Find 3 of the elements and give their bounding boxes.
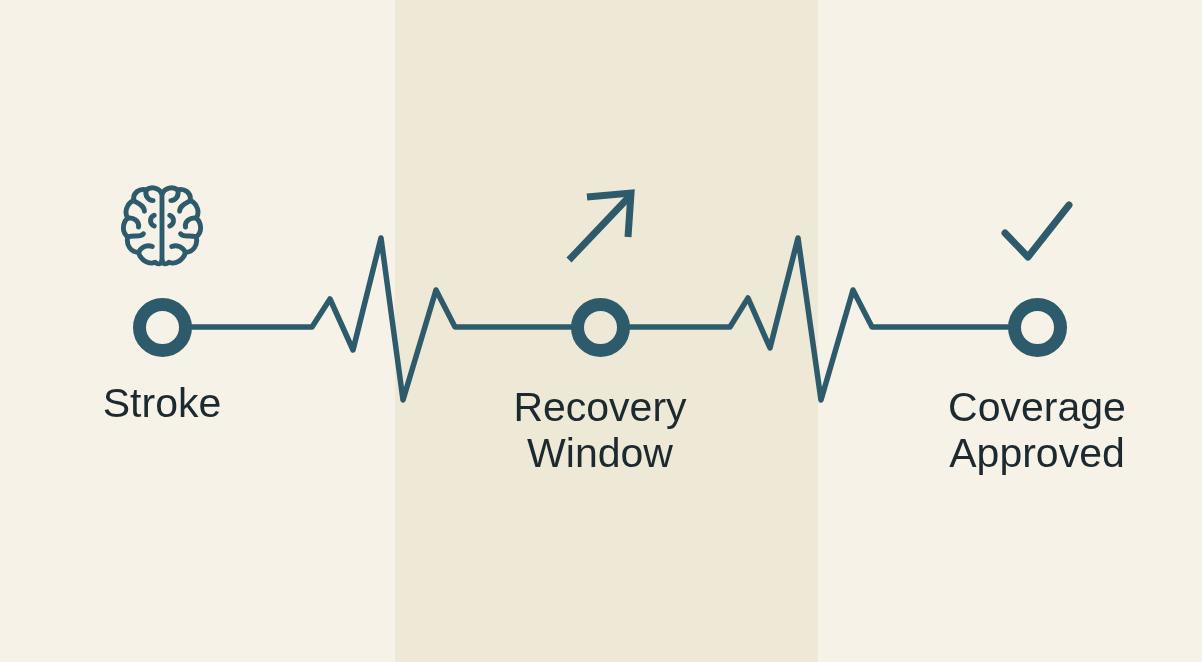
milestone-label: Recovery Window [512,384,688,476]
milestone-label: Stroke [101,380,223,426]
milestone-label: Coverage Approved [947,384,1127,476]
